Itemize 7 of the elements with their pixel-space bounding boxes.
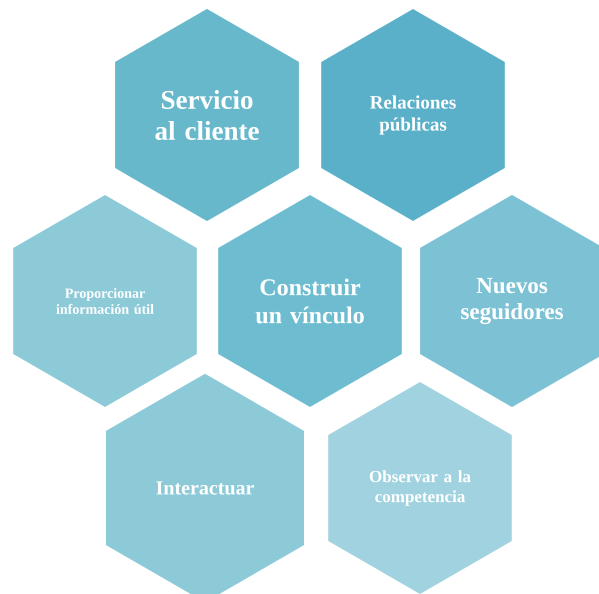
hexagon: Relaciones públicas [321, 9, 505, 221]
hexagon: Proporcionar información útil [13, 195, 197, 407]
hexagon: Construir un vínculo [218, 195, 402, 407]
hexagon: Nuevos seguidores [420, 194, 599, 408]
hexagon: Servicio al cliente [115, 8, 299, 222]
hexagon: Observar a la competencia [328, 382, 512, 594]
hexagon: Interactuar [106, 374, 304, 594]
